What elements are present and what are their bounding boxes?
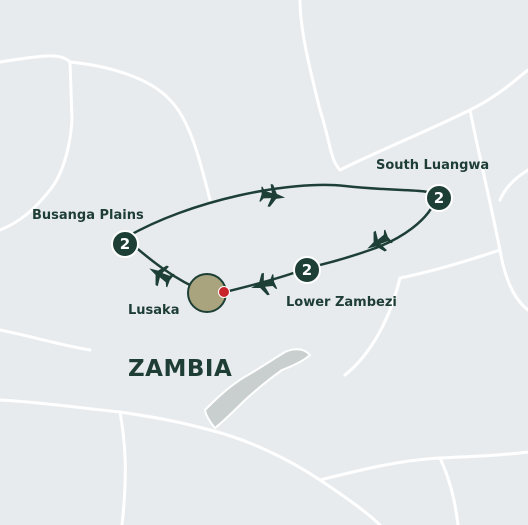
destination-label-lusaka: Lusaka bbox=[128, 303, 180, 318]
country-label: ZAMBIA bbox=[128, 356, 233, 382]
airplane-icon bbox=[149, 265, 175, 288]
airplane-icon bbox=[367, 229, 393, 252]
lusaka-location-dot bbox=[218, 286, 230, 298]
destination-label-south-luangwa: South Luangwa bbox=[376, 158, 490, 173]
nights-badge-busanga-plains[interactable]: 2 bbox=[111, 230, 139, 258]
airplane-icon bbox=[259, 184, 286, 207]
airplane-icon bbox=[251, 272, 278, 296]
destination-label-busanga-plains: Busanga Plains bbox=[32, 208, 144, 223]
destination-label-lower-zambezi: Lower Zambezi bbox=[286, 295, 397, 310]
nights-badge-south-luangwa[interactable]: 2 bbox=[425, 184, 453, 212]
lake-shape bbox=[203, 348, 312, 430]
nights-badge-lower-zambezi[interactable]: 2 bbox=[293, 256, 321, 284]
